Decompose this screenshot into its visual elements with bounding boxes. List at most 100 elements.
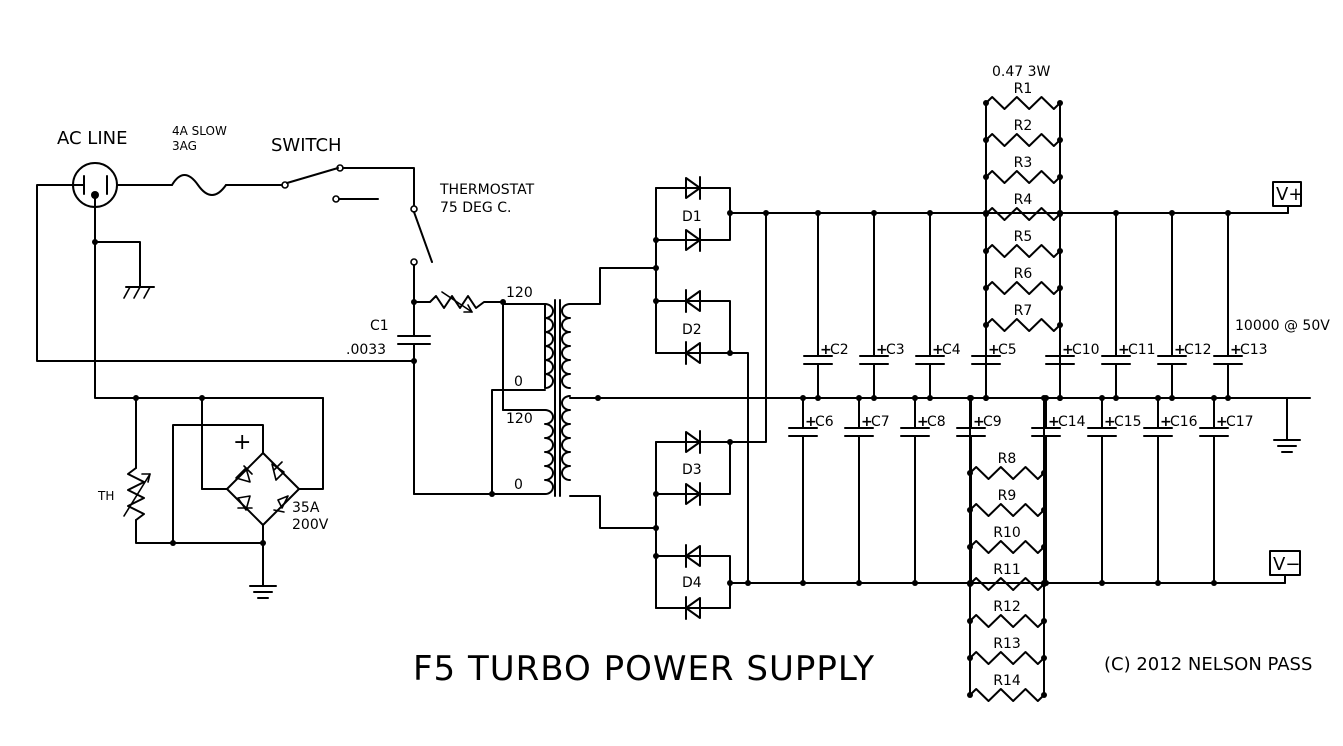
polarity-plus: + — [861, 414, 873, 430]
diode-d2a — [685, 290, 701, 312]
polarity-plus: + — [973, 414, 985, 430]
resistor-r11: R11 — [967, 562, 1047, 591]
resistor-r3: R3 — [983, 155, 1063, 184]
switch-label: SWITCH — [271, 135, 342, 156]
th-label: TH — [97, 489, 114, 503]
polarity-plus: + — [1104, 414, 1116, 430]
resistor-label: R14 — [993, 673, 1021, 689]
capacitor-c11: +C11 — [1101, 210, 1156, 401]
power-switch — [286, 167, 339, 184]
polarity-plus: + — [988, 342, 1000, 358]
d1-label: D1 — [682, 209, 702, 225]
vplus-label: V+ — [1276, 184, 1303, 205]
capacitor-label: C17 — [1226, 414, 1254, 430]
resistor-label: R8 — [998, 451, 1017, 467]
resistor-label: R11 — [993, 562, 1021, 578]
vminus-label: V− — [1273, 554, 1300, 575]
polarity-plus: + — [1174, 342, 1186, 358]
polarity-plus: + — [876, 342, 888, 358]
d2-label: D2 — [682, 322, 702, 338]
polarity-plus: + — [1216, 414, 1228, 430]
thermostat-switch — [413, 211, 433, 263]
capacitor-c2: +C2 — [803, 210, 849, 401]
d4-label: D4 — [682, 575, 702, 591]
xfmr-bot-0: 0 — [514, 477, 523, 493]
diode-d1a — [685, 177, 701, 199]
resistor-label: R9 — [998, 488, 1017, 504]
polarity-plus: + — [1118, 342, 1130, 358]
resistor-label: R6 — [1014, 266, 1033, 282]
capacitor-label: C16 — [1170, 414, 1198, 430]
resistor-r12: R12 — [967, 599, 1047, 628]
xfmr-bot-120: 120 — [506, 411, 533, 427]
cap-rating-label: 10000 @ 50V — [1235, 318, 1330, 334]
polarity-plus: + — [917, 414, 929, 430]
resistor-label: R2 — [1014, 118, 1033, 134]
capacitor-c17: +C17 — [1199, 395, 1254, 586]
capacitor-c7: +C7 — [844, 395, 890, 586]
polarity-plus: + — [820, 342, 832, 358]
fuse — [171, 174, 227, 196]
resistor-r1: R1 — [983, 81, 1063, 110]
capacitor-label: C3 — [886, 342, 905, 358]
xfmr-top-0: 0 — [514, 374, 523, 390]
polarity-plus: + — [1230, 342, 1242, 358]
capacitor-c6: +C6 — [788, 395, 834, 586]
capacitor-c10: +C10 — [1045, 210, 1100, 401]
capacitor-c12: +C12 — [1157, 210, 1212, 401]
resistor-r6: R6 — [983, 266, 1063, 295]
resistor-r8: R8 — [967, 451, 1047, 480]
resistor-r13: R13 — [967, 636, 1047, 665]
resistor-r2: R2 — [983, 118, 1063, 147]
polarity-plus: + — [932, 342, 944, 358]
diode-d2b — [685, 342, 701, 364]
capacitor-label: C15 — [1114, 414, 1142, 430]
resistor-label: R13 — [993, 636, 1021, 652]
copyright-label: (C) 2012 NELSON PASS — [1104, 654, 1312, 675]
capacitor-label: C9 — [983, 414, 1002, 430]
thermostat-label-1: THERMOSTAT — [439, 182, 535, 198]
polarity-plus: + — [1062, 342, 1074, 358]
ac-input-section — [36, 162, 504, 599]
bridge-rating-2: 200V — [292, 517, 329, 533]
capacitor-label: C4 — [942, 342, 961, 358]
polarity-plus: + — [805, 414, 817, 430]
diode-d4a — [685, 545, 701, 567]
capacitor-label: C10 — [1072, 342, 1100, 358]
r1-rating-label: 0.47 3W — [992, 64, 1051, 80]
schematic-title: F5 TURBO POWER SUPPLY — [413, 649, 875, 689]
bridge-rating-1: 35A — [292, 500, 320, 516]
resistor-label: R1 — [1014, 81, 1033, 97]
ground-lift-thermistor-th — [127, 467, 145, 521]
capacitor-c13: +C13 — [1213, 210, 1268, 401]
c1-label: C1 — [370, 318, 389, 334]
capacitor-label: C5 — [998, 342, 1017, 358]
diode-d1b — [685, 229, 701, 251]
capacitor-label: C11 — [1128, 342, 1156, 358]
capacitor-c14: +C14 — [1031, 395, 1086, 586]
fuse-label-2: 3AG — [172, 139, 197, 153]
thermostat-label-2: 75 DEG C. — [440, 200, 511, 216]
bridge-rectifier — [226, 452, 300, 526]
capacitor-label: C14 — [1058, 414, 1086, 430]
resistor-r14: R14 — [967, 673, 1047, 702]
diode-d3a — [685, 431, 701, 453]
capacitor-label: C12 — [1184, 342, 1212, 358]
capacitor-label: C7 — [871, 414, 890, 430]
resistor-label: R5 — [1014, 229, 1033, 245]
rectifier-diodes — [653, 176, 1274, 620]
resistor-r5: R5 — [983, 229, 1063, 258]
capacitor-c8: +C8 — [900, 395, 946, 586]
capacitor-c15: +C15 — [1087, 395, 1142, 586]
d3-label: D3 — [682, 462, 702, 478]
xfmr-top-120: 120 — [506, 285, 533, 301]
resistor-r7: R7 — [983, 303, 1063, 332]
capacitor-label: C13 — [1240, 342, 1268, 358]
resistor-r10: R10 — [967, 525, 1047, 554]
capacitor-c3: +C3 — [859, 210, 905, 401]
resistor-r4: R4 — [983, 192, 1063, 221]
